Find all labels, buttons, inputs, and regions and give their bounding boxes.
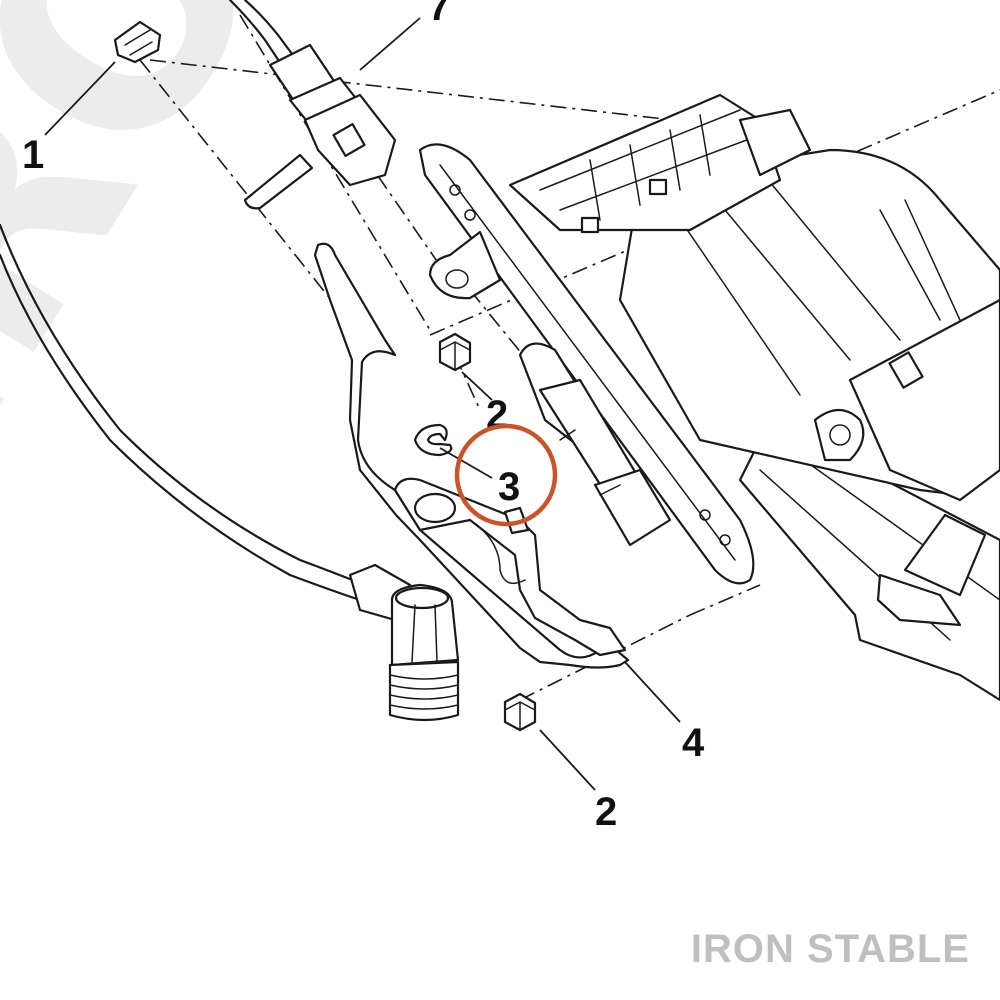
callout-4: 4 [682,721,705,765]
harness-clip [243,153,314,210]
nut-part-2-upper [438,332,472,372]
wiring-harness [228,0,397,210]
leader-lines [44,17,681,791]
fitting-thread [388,660,460,722]
module-top-cap [508,93,782,232]
callout-3: 3 [498,465,520,509]
callout-7: 7 [428,0,450,29]
leader-1 [44,61,116,136]
flange-bolt-hole-3 [719,534,731,546]
top-cap-ribs [539,109,761,221]
canister-contour-lines [659,169,961,396]
callout-1: 1 [22,133,44,177]
module-leg [903,513,987,597]
bracket-mount-hole [413,492,457,524]
nut-upper-facets [439,341,471,371]
clip-1-body [113,20,162,64]
module-reservoir-tray [738,418,1000,702]
fuel-pump-module [418,93,1000,702]
leader-2-lower [539,729,596,791]
harness-wire-2 [243,0,300,64]
sender-clip [813,408,865,462]
leader-7 [359,17,421,71]
center-line-1b [149,59,761,131]
connector-latch-window [332,123,366,157]
flange-bolt-hole-2 [464,209,476,221]
harness-wire [228,0,287,72]
top-cap-slot-2 [648,178,668,196]
center-line-connector [359,149,451,281]
leader-2-upper [461,371,493,401]
clip-part-1 [113,20,162,64]
flange-bolt-hole-1 [449,184,461,196]
highlight-circle [454,423,558,527]
level-sender-housing [848,298,1000,502]
retaining-clip-part-3 [413,423,453,457]
brand-watermark: IRON STABLE [690,927,970,971]
threaded-fitting [388,583,460,722]
hose-outer-edge [0,223,367,587]
callout-labels: 1 7 2 3 4 2 [22,0,705,834]
flange-stud-tab [428,230,502,300]
module-foot [876,573,962,627]
fitting-hex-facets [411,604,438,663]
nut-lower-facets [504,701,536,731]
nut-part-2-lower [503,692,537,732]
bracket-slot [469,519,526,585]
top-cap-slot-1 [580,216,600,234]
fitting-thread-lines [389,674,459,710]
bracket-arm [393,477,627,657]
sender-window [888,351,924,389]
bracket-part-4 [313,242,630,669]
flange-edge [439,164,736,561]
center-line-1 [139,59,356,331]
callout-2-lower: 2 [595,790,617,834]
outlet-tube-rings [559,429,621,496]
e-clip [413,423,453,457]
leader-4 [624,661,681,723]
top-cap-tab [738,108,812,177]
center-line-lower-2 [689,584,761,616]
flange-stud-hole [445,269,469,289]
fitting-top [394,586,450,610]
sender-clip-hole [829,424,851,446]
clip-1-detail [124,29,153,56]
hose-inner-edge [0,253,362,602]
leader-3 [439,447,493,479]
flange-bolt-hole-4 [699,509,711,521]
